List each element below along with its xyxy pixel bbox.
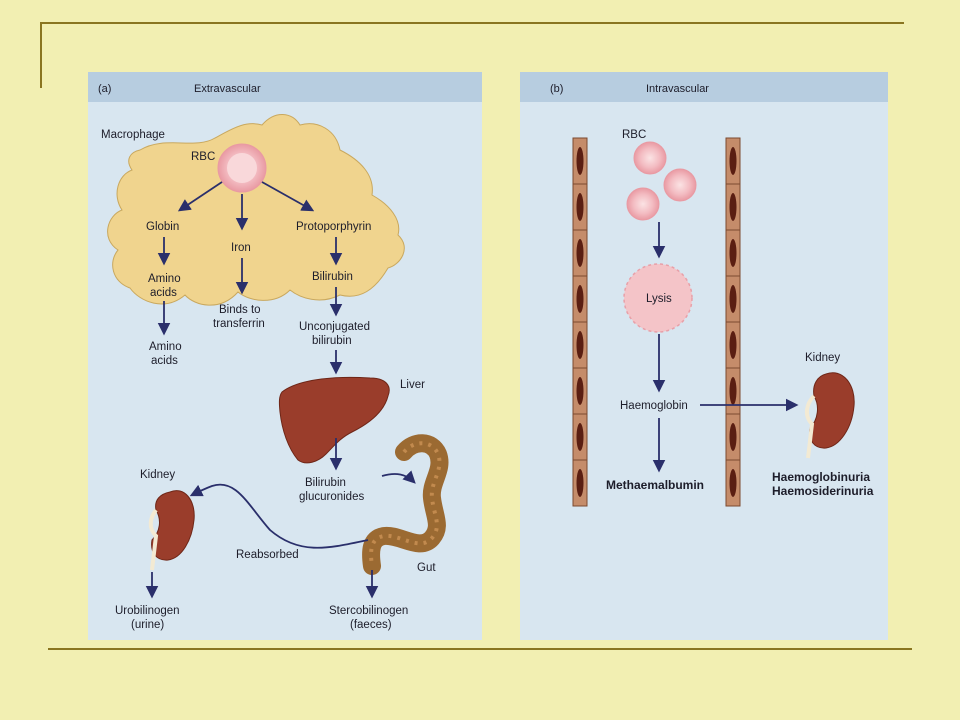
stercobilinogen-line1: Stercobilinogen [329,605,408,617]
gut-label: Gut [417,562,436,574]
left-vessel-nucleus [576,239,584,267]
gut-texture [369,441,442,567]
kidney-b-shape [809,372,855,449]
bottom-border-line [48,648,912,650]
arrow-reabsorbed [189,483,369,549]
rbc-b-cell-1 [633,141,667,175]
amino-acids-2-line2: acids [151,355,178,367]
bilirubin-glucuronides-line1: Bilirubin [305,477,346,489]
left-vessel-nucleus [576,147,584,175]
vessel-wall-left [572,137,588,507]
methaemalbumin-label: Methaemalbumin [606,478,704,492]
haemoglobin-label: Haemoglobin [620,400,688,412]
kidney-a-label: Kidney [140,469,175,481]
stercobilinogen-line2: (faeces) [350,619,392,631]
right-vessel-nucleus [729,377,737,405]
binds-to-line2: transferrin [213,318,265,330]
left-vessel-nucleus [576,331,584,359]
right-vessel-nucleus [729,147,737,175]
right-vessel-nucleus [729,239,737,267]
left-vessel-nucleus [576,285,584,313]
urobilinogen-line2: (urine) [131,619,164,631]
panel-a-header [88,72,482,102]
right-vessel-nucleus [729,331,737,359]
left-vessel-nucleus [576,423,584,451]
arrow-rbc-globin [177,181,223,212]
rbc-b-cell-3 [626,187,660,221]
right-vessel-nucleus [729,285,737,313]
reabsorbed-label: Reabsorbed [236,549,299,561]
vessel-wall-right [725,137,741,507]
arrow-bilgluc-gut [381,470,416,484]
kidney-b-ureter [805,394,816,459]
bilirubin-glucuronides-line2: glucuronides [299,491,364,503]
rbc-a-center [227,153,257,183]
iron-label: Iron [231,242,251,254]
top-border-line [40,22,904,24]
rbc-b-label: RBC [622,129,646,141]
haemoglobinuria-label: Haemoglobinuria [772,470,870,484]
amino-acids-1-line1: Amino [148,273,181,285]
right-vessel-nucleus [729,423,737,451]
panel-a-title: Extravascular [194,83,261,95]
right-vessel-nucleus [729,469,737,497]
kidney-a-ureter [148,508,159,571]
left-vessel-nucleus [576,193,584,221]
right-vessel-nucleus [729,193,737,221]
protoporphyrin-label: Protoporphyrin [296,221,371,233]
arrow-rbc-protoporphyrin [261,181,315,212]
globin-label: Globin [146,221,179,233]
left-vessel-nucleus [576,469,584,497]
liver-label: Liver [400,379,425,391]
lysis-circle [623,263,693,333]
panel-b-header [520,72,888,102]
amino-acids-1-line2: acids [150,287,177,299]
liver-shape [278,376,390,464]
panel-intravascular: (b) Intravascular RBC Lysis Haemoglobin … [520,72,888,640]
unconjugated-line2: bilirubin [312,335,352,347]
panel-extravascular: (a) Extravascular Macrophage RBC Globin … [88,72,482,640]
haemosiderinuria-label: Haemosiderinuria [772,484,874,498]
macrophage-label: Macrophage [101,129,165,141]
left-vessel-nucleus [576,377,584,405]
kidney-b-label: Kidney [805,352,840,364]
panel-b-tag: (b) [550,83,563,95]
rbc-b-cell-2 [663,168,697,202]
lysis-label: Lysis [646,293,672,305]
bilirubin-label: Bilirubin [312,271,353,283]
unconjugated-line1: Unconjugated [299,321,370,333]
amino-acids-2-line1: Amino [149,341,182,353]
panel-a-tag: (a) [98,83,111,95]
binds-to-line1: Binds to [219,304,261,316]
left-border-line [40,22,42,88]
urobilinogen-line1: Urobilinogen [115,605,180,617]
panel-b-title: Intravascular [646,83,709,95]
rbc-a-label: RBC [191,151,215,163]
